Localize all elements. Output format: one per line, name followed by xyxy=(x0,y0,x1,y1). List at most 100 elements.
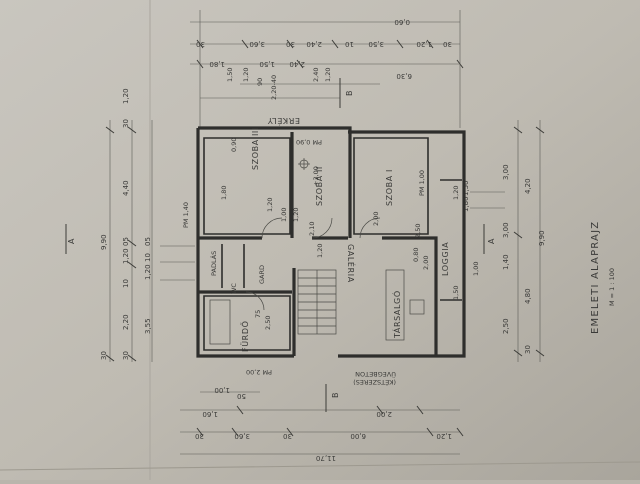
dim-label: 1,80 xyxy=(462,196,470,212)
right-dimension-labels: 3,00 4,20 3,00 9,90 2,50 4,80 1,40 30 1,… xyxy=(462,164,546,354)
outer-wall-north xyxy=(198,126,352,238)
dim-label: 2,50 xyxy=(264,316,272,330)
dim-label: 1,20 xyxy=(292,208,300,222)
dim-label: 1,20 xyxy=(144,264,152,280)
section-marker-b-top: B xyxy=(345,90,354,96)
door-swing xyxy=(245,291,265,311)
dim-label: 10 xyxy=(122,279,130,288)
bottom-dimension-lines xyxy=(180,391,464,455)
dim-label: 3,55 xyxy=(144,318,152,334)
annotation-pm140: PM 1,40 xyxy=(182,202,190,228)
annotation-pm200: PM 2,00 xyxy=(246,368,272,376)
dim-label: 75 xyxy=(254,310,262,318)
floor-plan-walls xyxy=(196,126,466,358)
room-label-szoba1: SZOBA I xyxy=(385,169,394,206)
drawing-title: EMELETI ALAPRAJZ xyxy=(590,221,601,334)
section-marker-a-left: A xyxy=(67,238,76,244)
dim-label: 2,00 xyxy=(422,256,430,270)
dim-label: 1,50 xyxy=(452,286,460,300)
dim-label: 1,20 xyxy=(266,198,274,212)
annotation-pm100: PM 1,00 xyxy=(418,170,426,196)
drawing-scale: M = 1 : 100 xyxy=(608,268,616,306)
dim-label: 4,20 xyxy=(524,178,532,194)
dim-label: 1,60 xyxy=(202,410,218,418)
dim-label: 2,00 xyxy=(372,212,380,226)
outer-wall-east xyxy=(338,130,466,358)
dim-label: 10 xyxy=(345,40,354,48)
dim-label: 3,50 xyxy=(368,40,384,48)
dim-label: 3,60 xyxy=(234,432,250,440)
dim-label: 2,40 xyxy=(312,68,320,82)
door-swing xyxy=(261,217,283,239)
dim-label: 30 xyxy=(196,40,205,48)
dim-label: 30 xyxy=(122,119,130,128)
room-label-szoba3: SZOBA III xyxy=(251,127,260,170)
dim-label: 1,50 xyxy=(259,60,275,68)
annotation-pm090: PM 0,90 xyxy=(296,138,322,146)
dim-label: 1,20 xyxy=(242,68,250,82)
right-dimension-lines xyxy=(470,120,545,362)
annotation-ketszeres: (KÉTSZERES) xyxy=(353,378,396,387)
tarsalgo-furniture xyxy=(209,269,425,345)
dim-label: 1,00 xyxy=(472,262,480,276)
dim-label: 30 xyxy=(283,432,292,440)
annotation-uvegbeton: ÜVEGBETON xyxy=(355,370,396,379)
dim-label: 1,50 xyxy=(462,180,470,196)
dim-label: 1,20 xyxy=(452,186,460,200)
section-marker-b-bottom: B xyxy=(331,392,340,398)
dim-label: 3,60 xyxy=(249,40,265,48)
dim-label: 1,20 xyxy=(324,68,332,82)
dim-label: 1,20 xyxy=(436,432,452,440)
section-markers: A A B B xyxy=(65,78,496,412)
bottom-dimension-labels: 1,00 50 1,60 2,00 30 3,60 30 6,00 1,20 1… xyxy=(195,386,452,462)
inner-dimension-labels-top: 1,50 1,20 90 2,20-40 2,40 1,20 xyxy=(226,68,332,100)
room-label-tarsalgo: TÁRSALGÓ xyxy=(391,290,402,339)
room-label-erkely: ERKÉLY xyxy=(267,116,300,127)
room-label-szoba2: SZOBA II xyxy=(315,166,324,206)
dim-label: 6,30 xyxy=(396,72,412,80)
dim-label: 2,00 xyxy=(376,410,392,418)
dim-label: 1,20 xyxy=(122,88,130,104)
interior-wall xyxy=(382,236,438,356)
top-dimension-lines xyxy=(190,10,464,128)
paper-fold xyxy=(0,461,640,471)
door-swing xyxy=(311,217,333,239)
dim-label: 1,80 xyxy=(209,60,225,68)
staircase xyxy=(297,269,337,335)
left-dimension-lines xyxy=(105,120,195,362)
dim-label: 1,20 xyxy=(122,248,130,264)
dim-label: 6,00 xyxy=(350,432,366,440)
furdo-inner-outline xyxy=(203,295,291,351)
dim-label: 1,20 xyxy=(416,40,432,48)
outer-wall-west xyxy=(196,128,294,358)
room-label-galeria: GALÉRIA xyxy=(346,244,357,283)
dim-label: 2,50 xyxy=(414,224,422,238)
dim-label: 50 xyxy=(237,392,246,400)
szoba3-inner-outline xyxy=(203,137,291,235)
dim-label: 2,40 xyxy=(289,60,305,68)
section-marker-a-right: A xyxy=(487,238,496,244)
dim-label: 3,00 xyxy=(502,222,510,238)
dim-label: 90 xyxy=(256,78,264,86)
dim-label: 0,60 xyxy=(394,18,410,26)
dim-label: 2,50 xyxy=(502,318,510,334)
dim-label: 05 xyxy=(144,237,152,246)
dim-label: 4,40 xyxy=(122,180,130,196)
room-label-wc: WC xyxy=(230,283,238,294)
door-swings xyxy=(245,217,381,311)
dim-label: 2,20-40 xyxy=(270,75,278,100)
room-label-gard: GARD xyxy=(258,265,266,284)
annotations: PM 1,40 PM 1,00 PM 0,90 PM 2,00 ÜVEGBETO… xyxy=(182,138,426,387)
dim-label: 3,00 xyxy=(502,164,510,180)
dim-label: 1,20 xyxy=(316,244,324,258)
dim-label: 2,40 xyxy=(306,40,322,48)
title-block: EMELETI ALAPRAJZ M = 1 : 100 xyxy=(590,221,616,334)
dim-label: 1,00 xyxy=(214,386,230,394)
annotation-level: +3,00 xyxy=(312,166,320,186)
dim-label: 0,90 xyxy=(230,138,238,152)
dim-label: 0,80 xyxy=(412,248,420,262)
dim-label: 9,90 xyxy=(538,230,546,246)
dim-label: 10 xyxy=(144,253,152,262)
